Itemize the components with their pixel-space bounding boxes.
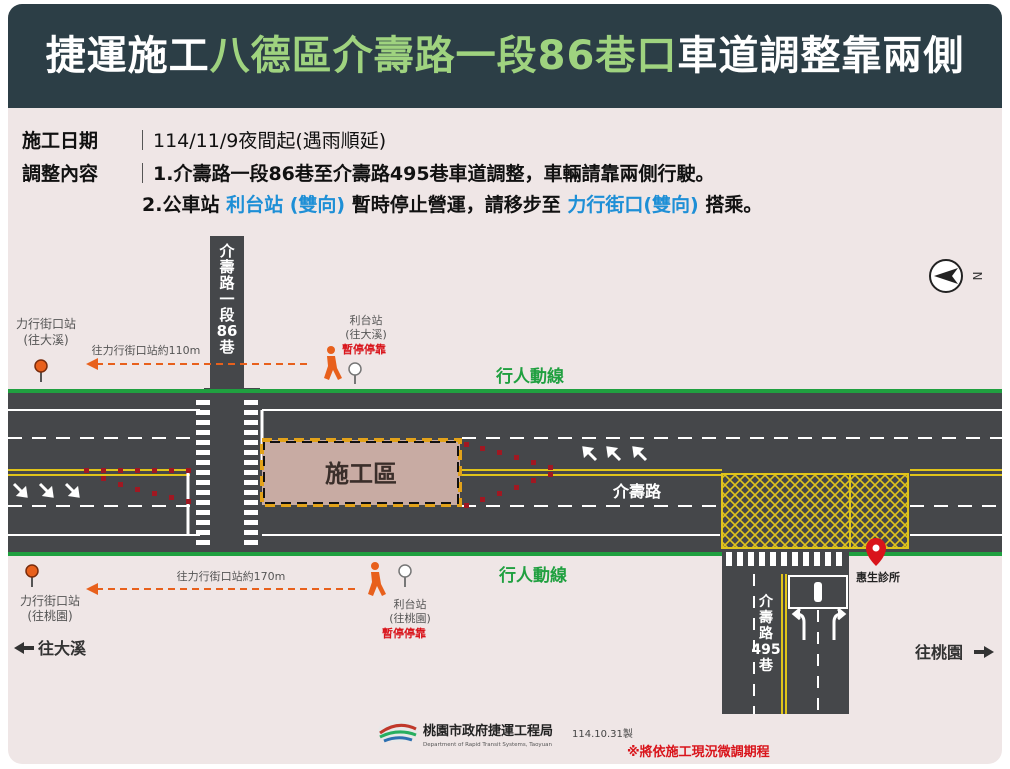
- bus-stop-sign-icon: [34, 359, 48, 382]
- cone-taper-right: [464, 442, 553, 508]
- crosswalk-south-stripes: [726, 552, 842, 566]
- date-value: 114/11/9夜間起(遇雨順延): [153, 130, 387, 152]
- item2-middle: 暫時停止營運，請移步至: [351, 194, 561, 216]
- pedestrian-walking-icon: [368, 562, 386, 596]
- side-road-north-char: 介: [218, 242, 235, 260]
- footer-agency: 桃園市政府捷運工程局: [423, 723, 553, 739]
- side-road-north-char: 路: [219, 274, 235, 292]
- page-title: 捷運施工八德區介壽路一段86巷口車道調整靠兩側: [8, 4, 1002, 108]
- location-pin-icon: [866, 538, 886, 566]
- footer-agency-en: Department of Rapid Transit Systems, Tao…: [423, 742, 553, 748]
- detour-arrow-top-icon: [86, 358, 98, 370]
- content-row: 調整內容 1.介壽路一段86巷至介壽路495巷車道調整，車輛請靠兩側行駛。: [22, 159, 715, 186]
- item2-suffix: 搭乘。: [705, 194, 763, 216]
- compass-label: N: [970, 272, 984, 281]
- side-road-north-char: 巷: [218, 338, 235, 356]
- flow-arrows-right: [582, 446, 648, 462]
- detour-arrow-bottom-icon: [86, 583, 98, 595]
- arrow-left-icon-shaft: [22, 646, 34, 650]
- crosswalk-left-stripes: [196, 400, 210, 545]
- turn-arrow-right-icon: [832, 607, 847, 640]
- side-road-north-name: 介 壽 路 一 段 86 巷: [217, 242, 238, 356]
- stop-bottom-right-name: 利台站: [394, 597, 427, 611]
- side-road-south-char: 壽: [759, 609, 773, 626]
- bus-stop-sign-icon: [348, 362, 362, 384]
- stop-top-left-distance: 往力行街口站約110m: [92, 343, 201, 357]
- arrow-right-icon: [984, 646, 994, 658]
- construction-zone-label: 施工區: [325, 460, 397, 488]
- stop-top-right-name: 利台站: [350, 313, 383, 327]
- item2-stop-suspended: 利台站 (雙向): [226, 194, 346, 216]
- stop-top-right-dir: (往大溪): [345, 327, 387, 341]
- box-junction-left: [721, 473, 851, 549]
- arrow-right-icon-shaft: [974, 650, 986, 654]
- flow-arrows-left: [12, 482, 80, 498]
- cone-taper-left: [84, 468, 191, 504]
- stop-top-right-status: 暫停停靠: [342, 342, 386, 356]
- side-road-south-char: 495: [751, 642, 780, 658]
- title-part1: 捷運施工: [45, 33, 210, 79]
- header-bar: 捷運施工八德區介壽路一段86巷口車道調整靠兩側: [8, 4, 1002, 108]
- side-road-north-char: 86: [217, 322, 238, 340]
- side-road-north-char: 一: [219, 290, 234, 308]
- side-road-north-char: 段: [219, 306, 234, 324]
- stop-bottom-right-dir: (往桃園): [389, 611, 431, 625]
- title-highlight: 八德區介壽路一段86巷口: [209, 33, 678, 79]
- arrow-left-icon: [14, 642, 24, 654]
- stop-top-left-dir: (往大溪): [23, 332, 68, 347]
- item2-prefix: 2.公車站: [142, 194, 220, 216]
- bus-stop-sign-icon: [398, 564, 412, 587]
- date-separator: [142, 130, 143, 150]
- stop-bottom-right-status: 暫停停靠: [382, 626, 426, 640]
- side-road-south-char: 介: [758, 593, 774, 610]
- content-separator: [142, 163, 143, 183]
- stop-bottom-left-dir: (往桃園): [27, 608, 72, 623]
- content-label: 調整內容: [22, 163, 99, 185]
- date-row: 施工日期 114/11/9夜間起(遇雨順延): [22, 126, 386, 153]
- date-label: 施工日期: [22, 130, 99, 152]
- side-road-south-char: 路: [759, 625, 774, 642]
- agency-logo: [378, 720, 418, 743]
- direction-to-taoyuan: 往桃園: [915, 643, 963, 662]
- side-road-south-char: 巷: [758, 657, 774, 674]
- box-junction-right: [849, 473, 909, 549]
- side-road-north-char: 壽: [219, 258, 234, 276]
- compass-north-icon: [929, 259, 963, 293]
- footer-note: ※將依施工現況微調期程: [627, 744, 770, 760]
- turn-arrow-left-icon: [791, 607, 806, 640]
- content-row-2: 2.公車站 利台站 (雙向) 暫時停止營運，請移步至 力行街口(雙向) 搭乘。: [142, 190, 762, 217]
- content-item1: 1.介壽路一段86巷至介壽路495巷車道調整，車輛請靠兩側行駛。: [153, 163, 715, 185]
- main-road-name: 介壽路: [612, 482, 662, 501]
- pedestrian-label-top: 行人動線: [495, 366, 564, 387]
- stop-bottom-left-name: 力行街口站: [20, 594, 80, 608]
- stop-bottom-left-distance: 往力行街口站約170m: [177, 569, 286, 583]
- scooter-icon: [814, 582, 822, 602]
- direction-to-daxi: 往大溪: [38, 639, 87, 658]
- pedestrian-walking-icon: [324, 346, 342, 380]
- construction-zone: [260, 438, 462, 507]
- notice-card: 捷運施工八德區介壽路一段86巷口車道調整靠兩側 施工日期 114/11/9夜間起(…: [8, 4, 1002, 764]
- crosswalk-right-stripes: [244, 400, 258, 545]
- side-road-south-name: 介 壽 路 495 巷: [751, 593, 780, 674]
- footer-made-date: 114.10.31製: [572, 727, 633, 740]
- item2-stop-alternate: 力行街口(雙向): [567, 194, 699, 216]
- scooter-waiting-box: [788, 575, 848, 609]
- title-part2: 車道調整靠兩側: [677, 33, 965, 79]
- construction-zone-border: [263, 441, 459, 504]
- pedestrian-label-bottom: 行人動線: [498, 565, 567, 586]
- bus-stop-sign-icon: [25, 564, 39, 587]
- stop-top-left-name: 力行街口站: [16, 317, 76, 331]
- side-road-north: [210, 236, 244, 394]
- clinic-label: 惠生診所: [856, 570, 900, 584]
